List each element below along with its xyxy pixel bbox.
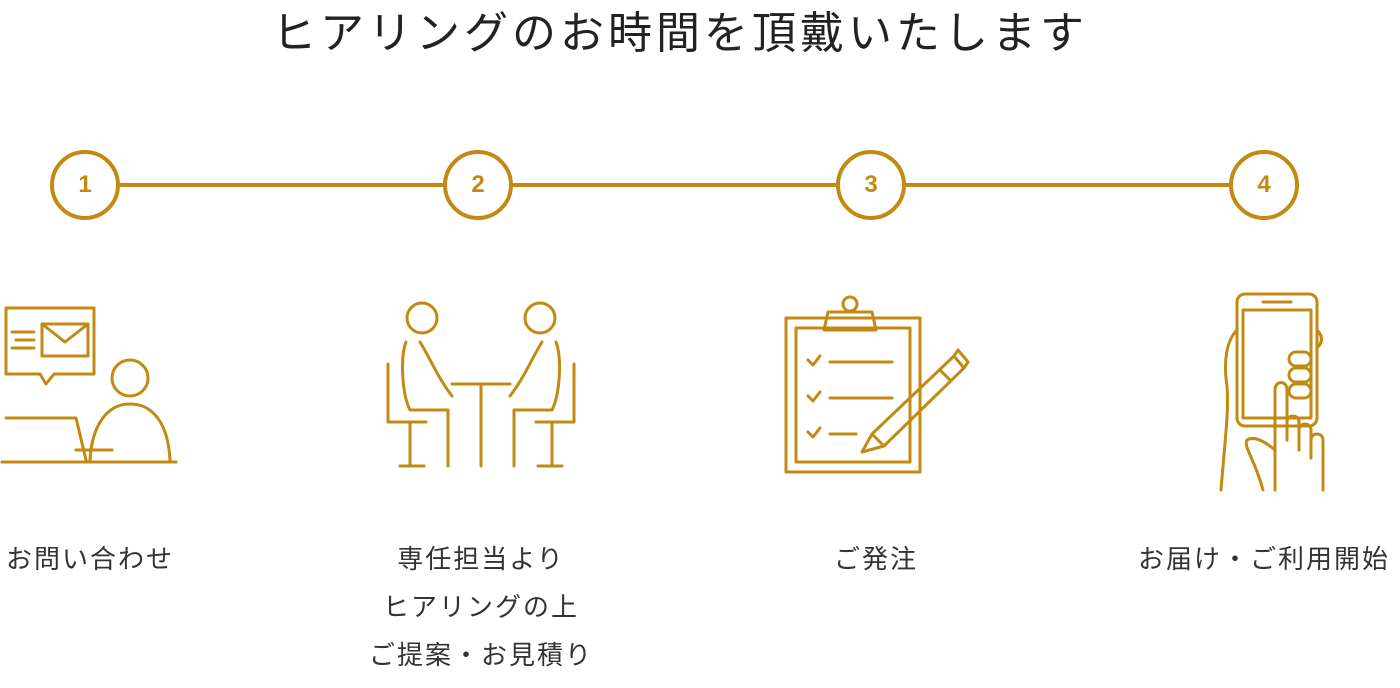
step-1-label-line: お問い合わせ [5, 545, 174, 575]
step-3-label: ご発注 [776, 536, 976, 584]
step-1-number: 1 [50, 150, 120, 220]
step-2-label: 専任担当より ヒアリングの上 ご提案・お見積り [348, 536, 614, 680]
step-4-number: 4 [1229, 150, 1299, 220]
step-3-label-line: ご発注 [833, 545, 918, 575]
step-2-label-line-3: ご提案・お見積り [368, 641, 593, 671]
page-title: ヒアリングのお時間を頂戴いたします [272, 8, 1088, 59]
smartphone-start-icon [1219, 292, 1325, 492]
consultation-meeting-icon [386, 301, 576, 468]
step-timeline [120, 183, 1235, 187]
step-1-label: お問い合わせ [0, 536, 180, 584]
step-3-number: 3 [836, 150, 906, 220]
mail-inquiry-icon [0, 306, 178, 464]
step-2-number: 2 [443, 150, 513, 220]
step-4-label-line: お届け・ご利用開始 [1137, 545, 1390, 575]
step-4-label: お届け・ご利用開始 [1128, 536, 1400, 584]
step-2-label-line-1: 専任担当より [397, 545, 565, 575]
step-2-label-line-2: ヒアリングの上 [382, 593, 579, 623]
clipboard-order-icon [784, 295, 970, 474]
